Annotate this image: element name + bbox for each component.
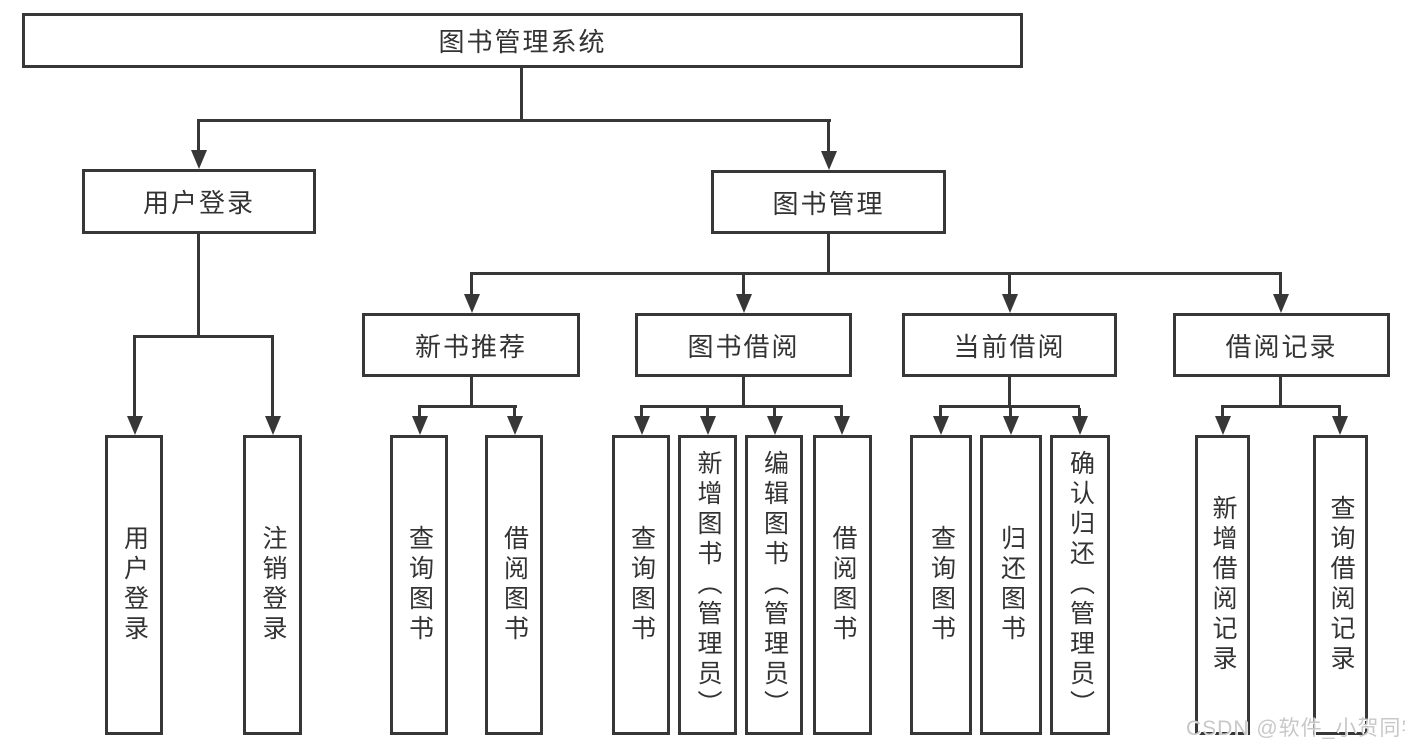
connector-line [1221, 405, 1341, 408]
watermark: CSDN @软件_小贺同学 [1186, 717, 1405, 740]
node-book-management: 图书管理 [711, 170, 946, 234]
connector-line [513, 408, 516, 418]
arrow-down-icon [1002, 294, 1018, 313]
connector-line [1009, 408, 1012, 418]
connector-line [271, 338, 274, 418]
node-user-login: 用户登录 [82, 169, 316, 234]
arrow-down-icon [464, 294, 480, 313]
arrow-down-icon [834, 416, 850, 435]
connector-line [827, 234, 830, 275]
arrow-down-icon [412, 416, 428, 435]
arrow-down-icon [191, 150, 207, 169]
arrow-down-icon [821, 151, 837, 170]
leaf-query-borrow-record: 查询借阅记录 [1313, 435, 1368, 735]
node-book-borrow: 图书借阅 [635, 313, 852, 377]
leaf-query-books-borrow: 查询图书 [612, 435, 670, 735]
arrow-down-icon [1072, 416, 1088, 435]
connector-line [418, 408, 421, 418]
connector-line [827, 122, 830, 153]
connector-line [640, 405, 843, 408]
leaf-confirm-return-admin: 确认归还（管理员） [1050, 435, 1110, 735]
connector-line [742, 377, 745, 408]
leaf-add-borrow-record: 新增借阅记录 [1195, 435, 1250, 735]
node-new-book-recommend: 新书推荐 [362, 313, 580, 377]
arrow-down-icon [700, 416, 716, 435]
arrow-down-icon [634, 416, 650, 435]
connector-line [418, 405, 517, 408]
leaf-query-books-recommend: 查询图书 [390, 435, 448, 735]
connector-line [520, 68, 523, 122]
arrow-down-icon [507, 416, 523, 435]
leaf-borrow-books: 借阅图书 [813, 435, 872, 735]
connector-line [640, 408, 643, 418]
node-current-borrow: 当前借阅 [902, 313, 1117, 377]
arrow-down-icon [933, 416, 949, 435]
arrow-down-icon [1273, 294, 1289, 313]
leaf-logout: 注销登录 [243, 435, 302, 735]
connector-line [1008, 377, 1011, 408]
arrow-down-icon [1003, 416, 1019, 435]
connector-line [1008, 275, 1011, 297]
connector-line [742, 275, 745, 297]
leaf-return-book: 归还图书 [980, 435, 1042, 735]
arrow-down-icon [736, 294, 752, 313]
connector-line [939, 405, 1080, 408]
leaf-query-books-current: 查询图书 [910, 435, 972, 735]
connector-line [1279, 275, 1282, 297]
leaf-borrow-books-recommend: 借阅图书 [485, 435, 543, 735]
connector-line [1078, 408, 1081, 418]
leaf-user-login: 用户登录 [105, 435, 163, 735]
arrow-down-icon [127, 416, 143, 435]
connector-line [1279, 377, 1282, 408]
connector-line [470, 275, 473, 297]
connector-line [197, 119, 831, 122]
arrow-down-icon [265, 416, 281, 435]
connector-line [840, 408, 843, 418]
node-borrow-records: 借阅记录 [1173, 313, 1390, 377]
leaf-edit-book-admin: 编辑图书（管理员） [745, 435, 803, 735]
arrow-down-icon [767, 416, 783, 435]
arrow-down-icon [1332, 416, 1348, 435]
connector-line [197, 122, 200, 152]
node-root: 图书管理系统 [22, 13, 1023, 68]
connector-line [1221, 408, 1224, 418]
connector-line [706, 408, 709, 418]
connector-line [1338, 408, 1341, 418]
connector-line [133, 335, 274, 338]
connector-line [133, 338, 136, 418]
connector-line [470, 272, 1282, 275]
arrow-down-icon [1215, 416, 1231, 435]
connector-line [773, 408, 776, 418]
connector-line [197, 234, 200, 338]
leaf-add-book-admin: 新增图书（管理员） [678, 435, 737, 735]
connector-line [939, 408, 942, 418]
connector-line [470, 377, 473, 408]
